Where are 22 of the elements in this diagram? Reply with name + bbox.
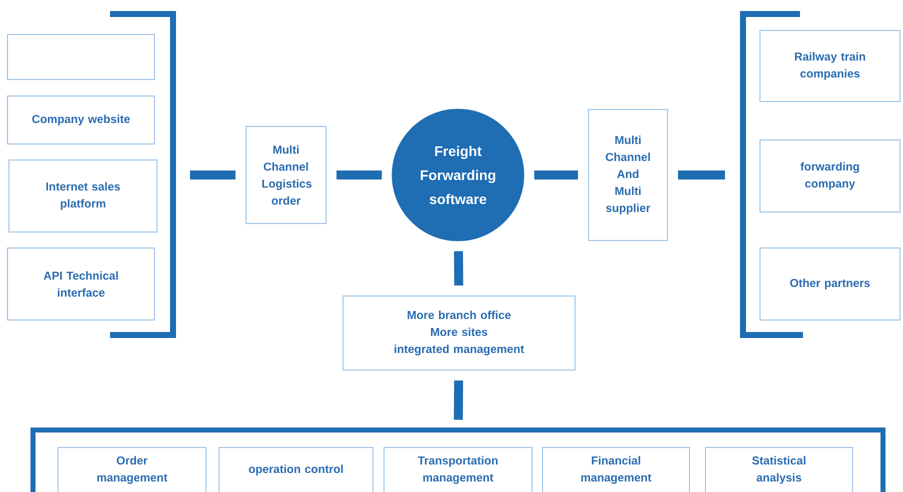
supplier-box: Multi Channel And Multi supplier — [588, 109, 668, 241]
connector-bar — [534, 170, 578, 180]
connector-bar — [454, 380, 464, 420]
module-box: Statistical analysis — [705, 447, 853, 492]
module-box: Transportation management — [384, 447, 532, 492]
order-box: Multi Channel Logistics order — [246, 126, 326, 224]
module-box: Order management — [58, 447, 206, 492]
connector-bar — [678, 170, 725, 180]
module-frame — [30, 428, 886, 492]
channel-box — [7, 34, 155, 80]
partner-box: Other partners — [760, 248, 900, 320]
partner-box: Railway train companies — [760, 30, 900, 102]
connector-bar — [454, 251, 464, 286]
module-box: operation control — [218, 447, 374, 492]
module-box: Financial management — [542, 447, 690, 492]
channel-box: Company website — [7, 96, 155, 144]
management-box: More branch office More sites integrated management — [342, 296, 576, 370]
connector-bar — [336, 170, 382, 180]
channel-box: Internet sales platform — [8, 160, 158, 232]
partner-box: forwarding company — [760, 140, 900, 212]
connector-bar — [190, 170, 236, 180]
channel-box: API Technical interface — [7, 248, 155, 320]
